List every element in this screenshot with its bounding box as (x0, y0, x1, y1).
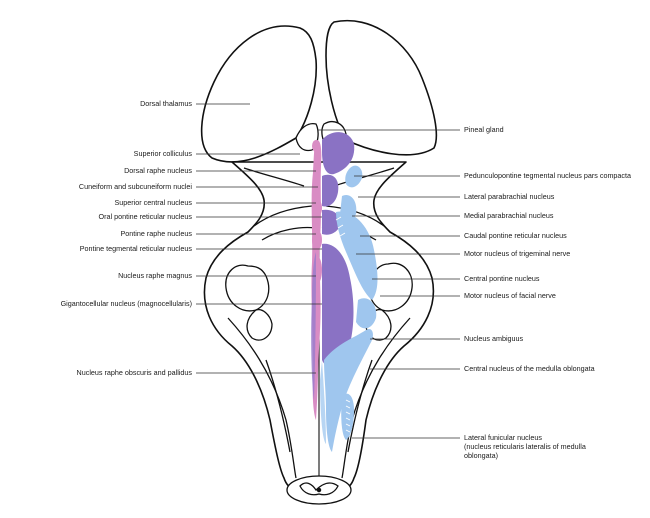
label-caudal-pontine: Caudal pontine reticular nucleus (464, 231, 567, 240)
label-dorsal-raphe: Dorsal raphe nucleus (124, 166, 192, 175)
lateral-parabrachial-blue (345, 165, 363, 188)
label-motor-facial: Motor nucleus of facial nerve (464, 291, 556, 300)
central-medulla-blue (324, 328, 373, 452)
label-pedunculopontine: Pedunculopontine tegmental nucleus pars … (464, 171, 632, 180)
spinal-cord-section (286, 475, 352, 505)
oral-pontine-purple (322, 209, 341, 235)
label-lateral-funicular-line2: oblongata) (464, 451, 498, 460)
hatch-marks (335, 216, 351, 433)
label-pineal: Pineal gland (464, 125, 504, 134)
label-lateral-funicular: Lateral funicular nucleus (nucleus retic… (464, 433, 586, 460)
label-raphe-magnus: Nucleus raphe magnus (118, 271, 192, 280)
label-lateral-parabrachial: Lateral parabrachial nucleus (464, 192, 555, 201)
left-thalamus-outline (200, 25, 318, 163)
label-cuneiform: Cuneiform and subcuneiform nuclei (78, 182, 192, 191)
lateral-funicular-blue (341, 393, 354, 440)
label-pontine-raphe: Pontine raphe nucleus (120, 229, 192, 238)
label-central-medulla: Central nucleus of the medulla oblongata (464, 364, 595, 373)
label-medial-parabrachial: Medial parabrachial nucleus (464, 211, 554, 220)
label-oral-pontine: Oral pontine reticular nucleus (98, 212, 193, 221)
motor-trigeminal-blue (348, 242, 361, 262)
label-central-pontine: Central pontine nucleus (464, 274, 540, 283)
label-pontine-tegmental: Pontine tegmental reticular nucleus (79, 244, 192, 253)
label-gigantocellular: Gigantocellular nucleus (magnocellularis… (60, 299, 192, 308)
label-lateral-funicular-line1: (nucleus reticularis lateralis of medull… (464, 442, 586, 451)
label-superior-colliculus: Superior colliculus (133, 149, 192, 158)
pedunculopontine-purple (322, 132, 355, 175)
left-blue-strip (320, 360, 326, 444)
nuclei (311, 132, 378, 452)
label-lateral-funicular-title: Lateral funicular nucleus (464, 433, 542, 442)
right-thalamus-outline (325, 19, 438, 156)
gigantocellular-left-purple (311, 252, 316, 400)
cuneiform-purple (322, 174, 339, 207)
label-raphe-obscuris: Nucleus raphe obscuris and pallidus (76, 368, 192, 377)
leader-lines (196, 103, 460, 439)
label-ambiguus: Nucleus ambiguus (464, 334, 524, 343)
label-motor-trigeminal: Motor nucleus of trigeminal nerve (464, 249, 571, 258)
gigantocellular-purple (322, 243, 354, 368)
label-dorsal-thalamus: Dorsal thalamus (140, 99, 192, 108)
label-superior-central: Superior central nucleus (114, 198, 192, 207)
ambiguus-blue (356, 298, 377, 329)
